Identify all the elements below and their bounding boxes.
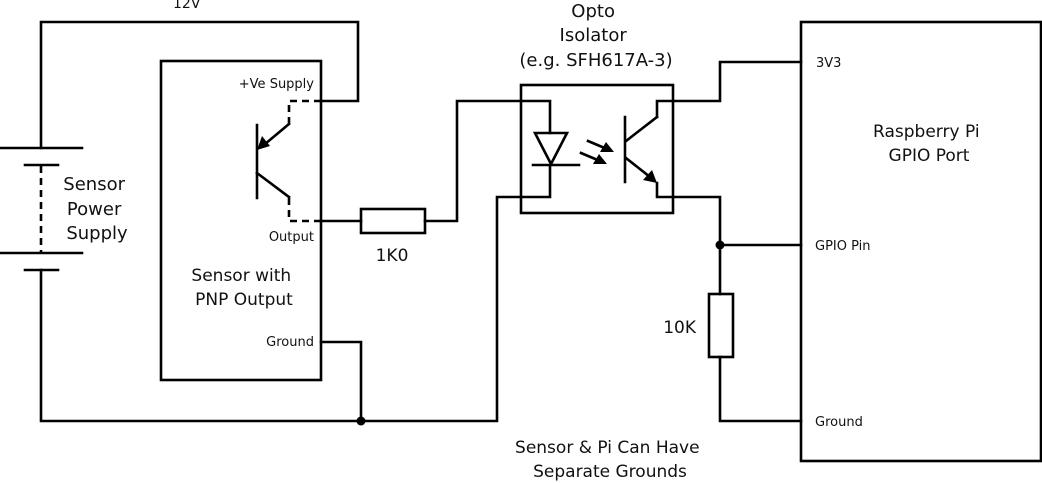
label-resistor-10k: 10K: [663, 318, 697, 338]
raspberry-pi-block: [799, 20, 1042, 463]
wire-pi-ground: [718, 355, 803, 423]
light-arrows-icon: [579, 139, 614, 164]
wire-12v: [39, 20, 360, 150]
resistor-1k0: [359, 207, 427, 235]
pnp-emitter-lead-dashed: [287, 99, 321, 124]
label-resistor-1k0: 1K0: [376, 246, 409, 266]
label-pi-ground: Ground: [815, 415, 863, 430]
label-3v3: 3V3: [816, 56, 841, 71]
junction-dot-ground: [356, 416, 366, 426]
wire-to-led-anode: [423, 99, 552, 223]
wire-sensor-ground: [39, 164, 552, 423]
label-power-supply: Sensor Power Supply: [63, 174, 130, 244]
label-12v: 12V: [173, 0, 201, 12]
light-arrow-head-1: [600, 142, 614, 152]
pnp-transistor-symbol: [255, 99, 321, 223]
light-arrow-head-2: [593, 154, 607, 164]
led-symbol: [531, 131, 581, 167]
label-output: Output: [269, 230, 314, 245]
led-triangle: [532, 131, 570, 167]
phototransistor-arrow-icon: [643, 170, 657, 183]
phototransistor-emitter: [624, 156, 652, 179]
phototransistor-symbol: [623, 60, 803, 247]
pnp-collector-lead-dashed: [287, 198, 321, 223]
label-gpio-pin: GPIO Pin: [815, 239, 871, 254]
opto-isolator-block: [519, 83, 675, 215]
pnp-collector: [255, 171, 291, 199]
wire-sensor-ground-pin: [319, 340, 363, 423]
wire-3v3: [655, 60, 803, 119]
label-pi-block: Raspberry Pi GPIO Port: [873, 122, 985, 166]
phototransistor-collector: [624, 115, 659, 143]
label-opto: Opto Isolator (e.g. SFH617A-3): [519, 1, 672, 71]
label-sensor-block: Sensor with PNP Output: [191, 266, 296, 310]
resistor-10k: [707, 292, 735, 359]
wire-gpio: [655, 181, 803, 247]
label-ve-supply: +Ve Supply: [239, 77, 315, 92]
pnp-emitter: [263, 122, 291, 146]
pnp-emitter-arrow-icon: [257, 136, 270, 150]
label-separate-grounds-note: Sensor & Pi Can Have Separate Grounds: [515, 438, 705, 482]
label-sensor-ground: Ground: [266, 335, 314, 350]
